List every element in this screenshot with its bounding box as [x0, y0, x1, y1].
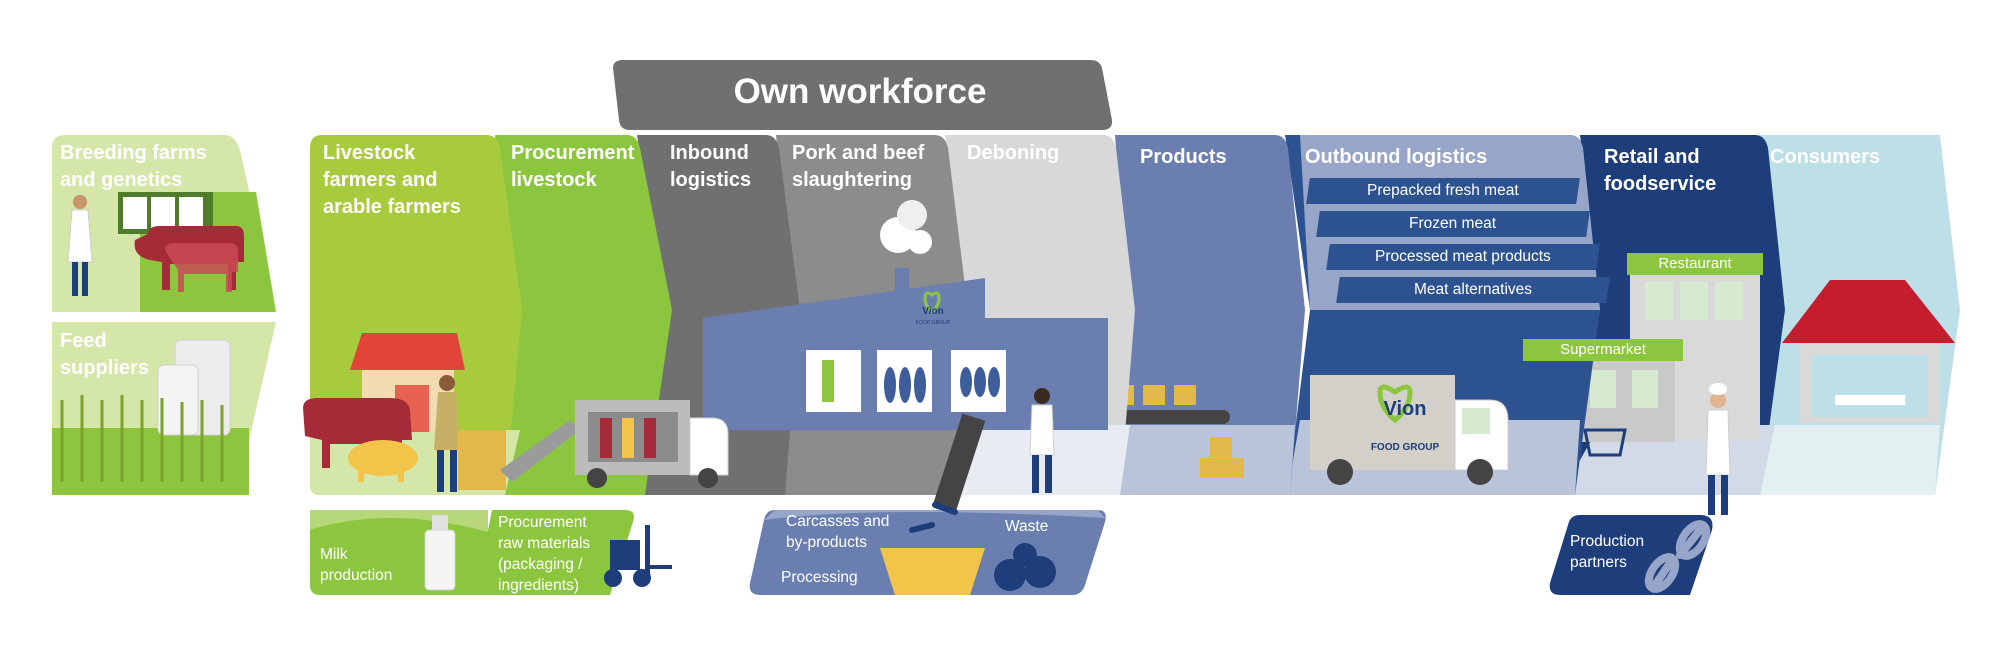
livestock-farmers-label: Livestock farmers and arable farmers: [323, 142, 461, 218]
own-workforce-title: Own workforce: [733, 72, 987, 111]
carcasses-label: Carcasses and by-products: [786, 513, 890, 551]
procurement-raw-materials-panel: [475, 510, 672, 595]
slaughtering-label: Pork and beef slaughtering: [792, 142, 925, 191]
milk-production-label: Milk production: [320, 546, 393, 584]
consumers-label: Consumers: [1770, 146, 1881, 168]
procurement-raw-materials-label: Procurement raw materials (packaging / i…: [498, 514, 591, 594]
feed-suppliers-label: Feed suppliers: [60, 330, 149, 379]
consumers-stage: [1735, 135, 1960, 495]
waste-label: Waste: [1005, 518, 1049, 535]
processing-panel: [749, 502, 1106, 595]
products-label: Products: [1140, 146, 1227, 168]
feed-suppliers-panel: [52, 322, 276, 495]
outbound-item: Frozen meat: [1316, 211, 1590, 237]
milk-production-panel: [310, 510, 488, 595]
outbound-item: Prepacked fresh meat: [1306, 178, 1580, 204]
deboning-label: Deboning: [967, 142, 1060, 164]
truck-brand-sub: FOOD GROUP: [1370, 442, 1440, 453]
own-workforce-banner: [613, 60, 1113, 130]
factory-brand-name: Vion: [922, 306, 944, 317]
supermarket-tag: Supermarket: [1523, 339, 1683, 361]
breeding-farms-label: Breeding farms and genetics: [60, 142, 207, 191]
retail-foodservice-label: Retail and foodservice: [1604, 146, 1717, 195]
livestock-truck: [500, 400, 729, 488]
processing-label: Processing: [781, 569, 858, 586]
outbound-item: Meat alternatives: [1336, 277, 1610, 303]
outbound-item: Processed meat products: [1326, 244, 1600, 270]
production-partners-label: Production partners: [1570, 533, 1645, 571]
livestock-farmers-stage: [303, 135, 522, 495]
breeding-farms-panel: [52, 135, 276, 312]
factory-brand-sub: FOOD GROUP: [915, 320, 951, 326]
products-stage: [1108, 135, 1305, 495]
factory-building: [703, 200, 1108, 512]
production-partners-panel: [1549, 515, 1713, 595]
inbound-logistics-label: Inbound logistics: [670, 142, 752, 191]
procurement-livestock-label: Procurement livestock: [511, 142, 635, 191]
truck-brand-name: Vion: [1383, 398, 1427, 420]
restaurant-tag: Restaurant: [1627, 253, 1763, 275]
outbound-logistics-label: Outbound logistics: [1305, 146, 1488, 168]
